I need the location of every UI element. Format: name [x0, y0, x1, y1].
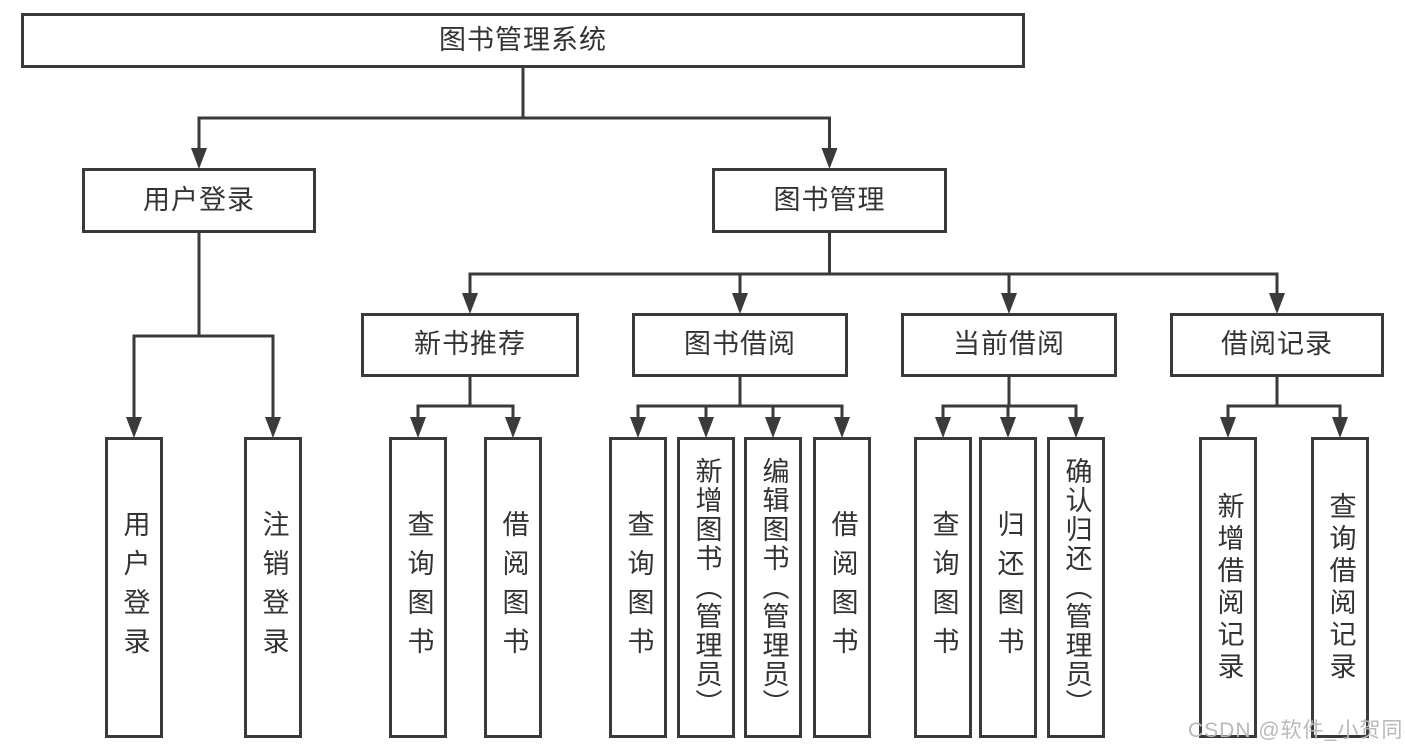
- node-bb-borrow: 借阅图书: [813, 437, 871, 738]
- node-bb-edit: 编辑图书（管理员）: [744, 437, 802, 738]
- node-nb-borrow: 借阅图书: [484, 437, 542, 738]
- node-logout: 注销登录: [244, 437, 302, 738]
- node-cb-confirm: 确认归还（管理员）: [1047, 437, 1105, 738]
- node-bb-query: 查询图书: [609, 437, 667, 738]
- node-bookborrow: 图书借阅: [632, 313, 848, 377]
- node-br-query: 查询借阅记录: [1311, 437, 1369, 738]
- node-login-do: 用户登录: [105, 437, 163, 738]
- node-mgmt: 图书管理: [712, 168, 947, 233]
- node-newbook: 新书推荐: [361, 313, 579, 377]
- node-nb-query: 查询图书: [389, 437, 447, 738]
- node-br-add: 新增借阅记录: [1199, 437, 1257, 738]
- node-cb-return: 归还图书: [979, 437, 1037, 738]
- node-borrowrecords: 借阅记录: [1170, 313, 1384, 377]
- node-root: 图书管理系统: [21, 13, 1025, 68]
- node-login: 用户登录: [82, 168, 316, 233]
- node-bb-add: 新增图书（管理员）: [677, 437, 735, 738]
- watermark: CSDN @软件_小贺同学: [1188, 719, 1405, 742]
- node-currentborrow: 当前借阅: [901, 313, 1117, 377]
- node-cb-query: 查询图书: [914, 437, 972, 738]
